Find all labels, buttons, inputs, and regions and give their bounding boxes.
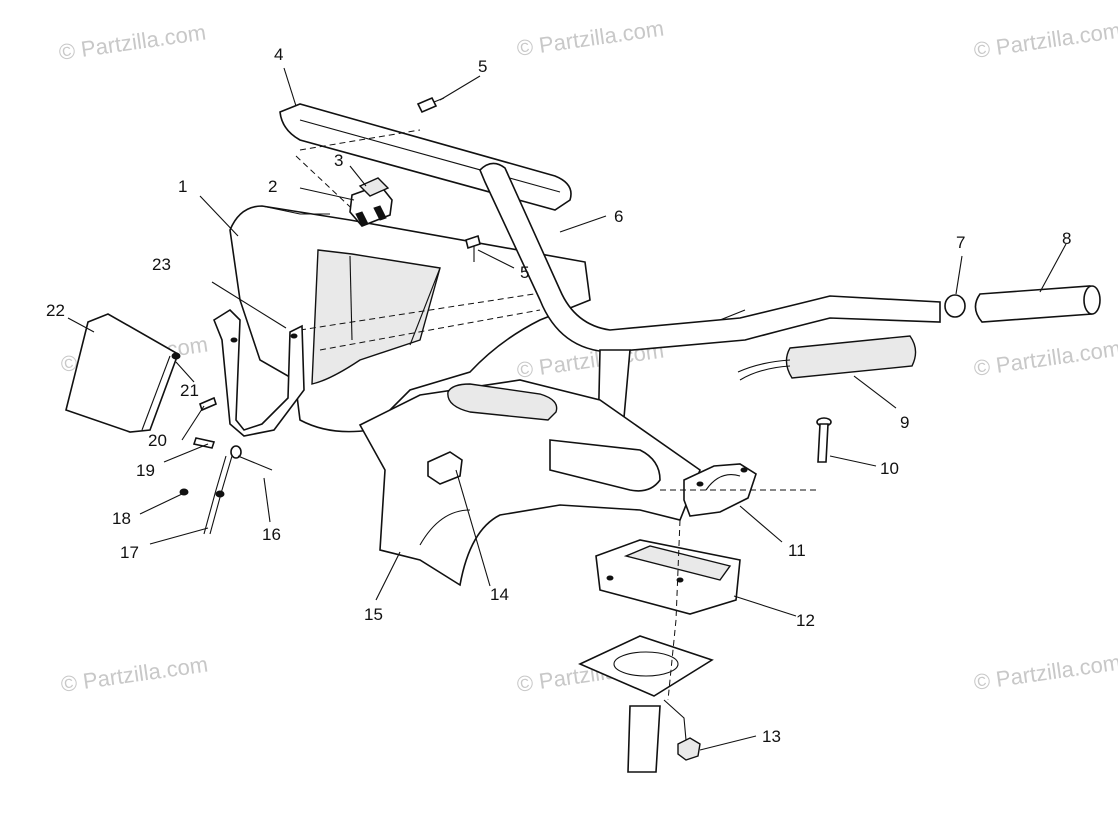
callout-23: 23 bbox=[152, 255, 171, 274]
part-3-switch-cap bbox=[358, 177, 390, 197]
part-10-clamp-bolt bbox=[816, 417, 832, 463]
watermark-text: © Partzilla.com bbox=[972, 336, 1118, 381]
part-23-bracket bbox=[213, 308, 305, 437]
part-17-cable bbox=[203, 455, 233, 535]
watermark-text: © Partzilla.com bbox=[515, 16, 665, 61]
part-18-adjuster bbox=[179, 488, 189, 496]
part-7-bar-end bbox=[944, 294, 966, 318]
part-2-switch bbox=[349, 184, 393, 227]
callout-6: 6 bbox=[614, 207, 623, 226]
callout-8: 8 bbox=[1062, 229, 1071, 248]
callout-9: 9 bbox=[900, 413, 909, 432]
callout-18: 18 bbox=[112, 509, 131, 528]
part-5-screw-mid bbox=[465, 234, 481, 262]
callout-16: 16 bbox=[262, 525, 281, 544]
part-16-cable-end bbox=[230, 445, 273, 471]
callout-2: 2 bbox=[268, 177, 277, 196]
part-1-pod-body bbox=[229, 205, 591, 433]
part-21-screw bbox=[171, 352, 181, 360]
callout-5-mid: 5 bbox=[520, 263, 529, 282]
callout-7: 7 bbox=[956, 233, 965, 252]
steering-post-plate bbox=[578, 635, 714, 773]
callout-10: 10 bbox=[880, 459, 899, 478]
callout-17: 17 bbox=[120, 543, 139, 562]
watermark-text: © Partzilla.com bbox=[57, 20, 207, 65]
part-19-pin bbox=[192, 437, 216, 449]
leader-lines bbox=[67, 67, 1067, 751]
callout-3: 3 bbox=[334, 151, 343, 170]
watermark-text: © Partzilla.com bbox=[972, 650, 1118, 695]
callout-21: 21 bbox=[180, 381, 199, 400]
part-8-right-grip bbox=[974, 285, 1101, 323]
callout-4: 4 bbox=[274, 45, 283, 64]
part-13-nut bbox=[677, 737, 701, 761]
callout-12: 12 bbox=[796, 611, 815, 630]
callout-20: 20 bbox=[148, 431, 167, 450]
callout-22: 22 bbox=[46, 301, 65, 320]
part-22-cover-plate bbox=[65, 313, 179, 433]
callout-1: 1 bbox=[178, 177, 187, 196]
callout-13: 13 bbox=[762, 727, 781, 746]
watermark-text: © Partzilla.com bbox=[972, 18, 1118, 63]
watermarks: © Partzilla.com © Partzilla.com © Partzi… bbox=[57, 16, 1118, 697]
part-15-lower-shroud bbox=[358, 379, 701, 587]
part-9-heated-grip bbox=[737, 335, 917, 381]
callout-14: 14 bbox=[490, 585, 509, 604]
part-14-bushing bbox=[427, 451, 463, 485]
callout-19: 19 bbox=[136, 461, 155, 480]
part-12-lower-clamp bbox=[595, 539, 741, 615]
callout-labels: 1 2 3 4 5 5 6 7 8 9 10 11 12 13 14 15 16… bbox=[46, 45, 1071, 746]
callout-5-top: 5 bbox=[478, 57, 487, 76]
watermark-text: © Partzilla.com bbox=[59, 652, 209, 697]
callout-11: 11 bbox=[788, 541, 806, 560]
callout-15: 15 bbox=[364, 605, 383, 624]
